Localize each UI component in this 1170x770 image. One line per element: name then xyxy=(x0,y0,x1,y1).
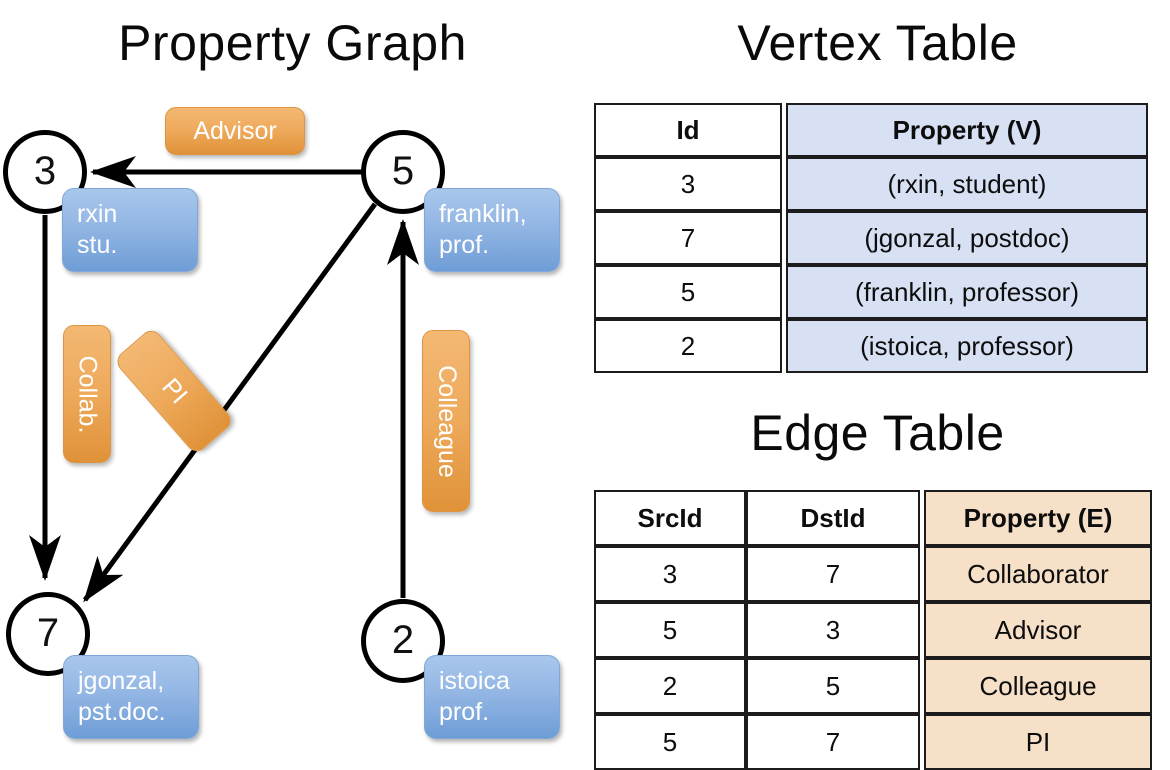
page-title-vertex-table: Vertex Table xyxy=(737,15,1018,71)
page-title-property-graph: Property Graph xyxy=(118,15,467,71)
edge-label-collab-text: Collab. xyxy=(73,355,102,433)
table-row: 2 (istoica, professor) xyxy=(594,319,1148,373)
node-property-box-rxin[interactable]: rxin stu. xyxy=(62,188,198,272)
table-row: 5 3 Advisor xyxy=(594,602,1152,658)
node-property-jgonzal-line1: jgonzal, xyxy=(78,667,165,695)
vertex-row-3-id: 2 xyxy=(594,319,782,373)
vertex-row-1-id: 7 xyxy=(594,211,782,265)
vertex-row-3-property: (istoica, professor) xyxy=(786,319,1148,373)
edge-row-1-dstid: 3 xyxy=(746,602,920,658)
edge-row-3-property: PI xyxy=(924,714,1152,770)
vertex-table-header-property: Property (V) xyxy=(786,103,1148,157)
edge-table-header-row: SrcId DstId Property (E) xyxy=(594,490,1152,546)
edge-row-2-property: Colleague xyxy=(924,658,1152,714)
node-property-franklin-line1: franklin, xyxy=(439,200,527,228)
edge-row-3-dstid: 7 xyxy=(746,714,920,770)
table-row: 7 (jgonzal, postdoc) xyxy=(594,211,1148,265)
edge-row-0-property: Collaborator xyxy=(924,546,1152,602)
edge-table-header-property: Property (E) xyxy=(924,490,1152,546)
vertex-table-column-gap xyxy=(782,157,786,211)
edge-row-3-srcid: 5 xyxy=(594,714,746,770)
node-property-franklin-line2: prof. xyxy=(439,230,490,259)
vertex-row-0-id: 3 xyxy=(594,157,782,211)
vertex-row-0-property: (rxin, student) xyxy=(786,157,1148,211)
node-property-box-istoica[interactable]: istoica prof. xyxy=(424,655,560,739)
edge-table-column-gap xyxy=(920,714,924,770)
edge-table-column-gap xyxy=(920,658,924,714)
edge-5-to-7-pi xyxy=(82,202,378,603)
edge-table-header-dstid: DstId xyxy=(746,490,920,546)
edge-label-pi-text: PI xyxy=(156,372,193,409)
vertex-table-header-row: Id Property (V) xyxy=(594,103,1148,157)
vertex-table: Id Property (V) 3 (rxin, student) 7 (jgo… xyxy=(594,103,1148,373)
edge-label-colleague-text: Colleague xyxy=(432,364,461,478)
vertex-table-column-gap xyxy=(782,265,786,319)
node-property-jgonzal-line2: pst.doc. xyxy=(78,697,166,726)
property-graph-diagram: 3 5 7 2 rxin stu. franklin, prof. jgonza… xyxy=(0,0,585,760)
table-row: 5 7 PI xyxy=(594,714,1152,770)
edge-table-column-gap xyxy=(920,490,924,546)
edge-label-collab[interactable]: Collab. xyxy=(63,325,111,463)
edge-table-header-srcid: SrcId xyxy=(594,490,746,546)
edge-table-column-gap xyxy=(920,602,924,658)
edge-table-column-gap xyxy=(920,546,924,602)
vertex-table-column-gap xyxy=(782,103,786,157)
edge-row-1-srcid: 5 xyxy=(594,602,746,658)
node-property-istoica-line2: prof. xyxy=(439,697,490,726)
node-property-istoica-line1: istoica xyxy=(439,667,510,695)
graph-edges-layer xyxy=(29,156,419,603)
node-property-box-jgonzal[interactable]: jgonzal, pst.doc. xyxy=(63,655,199,739)
graph-node-5-label: 5 xyxy=(391,149,415,193)
table-row: 2 5 Colleague xyxy=(594,658,1152,714)
vertex-row-2-id: 5 xyxy=(594,265,782,319)
graph-node-5[interactable]: 5 xyxy=(361,130,445,214)
edge-row-1-property: Advisor xyxy=(924,602,1152,658)
node-property-rxin-line2: stu. xyxy=(77,230,118,259)
vertex-row-2-property: (franklin, professor) xyxy=(786,265,1148,319)
edge-table: SrcId DstId Property (E) 3 7 Collaborato… xyxy=(594,490,1152,770)
node-property-box-franklin[interactable]: franklin, prof. xyxy=(424,188,560,272)
node-property-rxin-line1: rxin xyxy=(77,200,118,228)
edge-label-advisor[interactable]: Advisor xyxy=(165,107,305,155)
vertex-table-header-id: Id xyxy=(594,103,782,157)
graph-node-7-label: 7 xyxy=(36,611,60,655)
page-title-edge-table: Edge Table xyxy=(750,405,1005,461)
edge-row-2-dstid: 5 xyxy=(746,658,920,714)
vertex-table-column-gap xyxy=(782,211,786,265)
graph-node-3-label: 3 xyxy=(33,149,57,193)
table-row: 3 7 Collaborator xyxy=(594,546,1152,602)
edge-label-colleague[interactable]: Colleague xyxy=(422,330,470,512)
edge-row-2-srcid: 2 xyxy=(594,658,746,714)
edge-row-0-dstid: 7 xyxy=(746,546,920,602)
table-row: 3 (rxin, student) xyxy=(594,157,1148,211)
vertex-table-column-gap xyxy=(782,319,786,373)
edge-label-advisor-text: Advisor xyxy=(193,116,277,145)
vertex-row-1-property: (jgonzal, postdoc) xyxy=(786,211,1148,265)
graph-node-2-label: 2 xyxy=(391,618,415,662)
edge-row-0-srcid: 3 xyxy=(594,546,746,602)
table-row: 5 (franklin, professor) xyxy=(594,265,1148,319)
graph-node-2[interactable]: 2 xyxy=(361,599,445,683)
